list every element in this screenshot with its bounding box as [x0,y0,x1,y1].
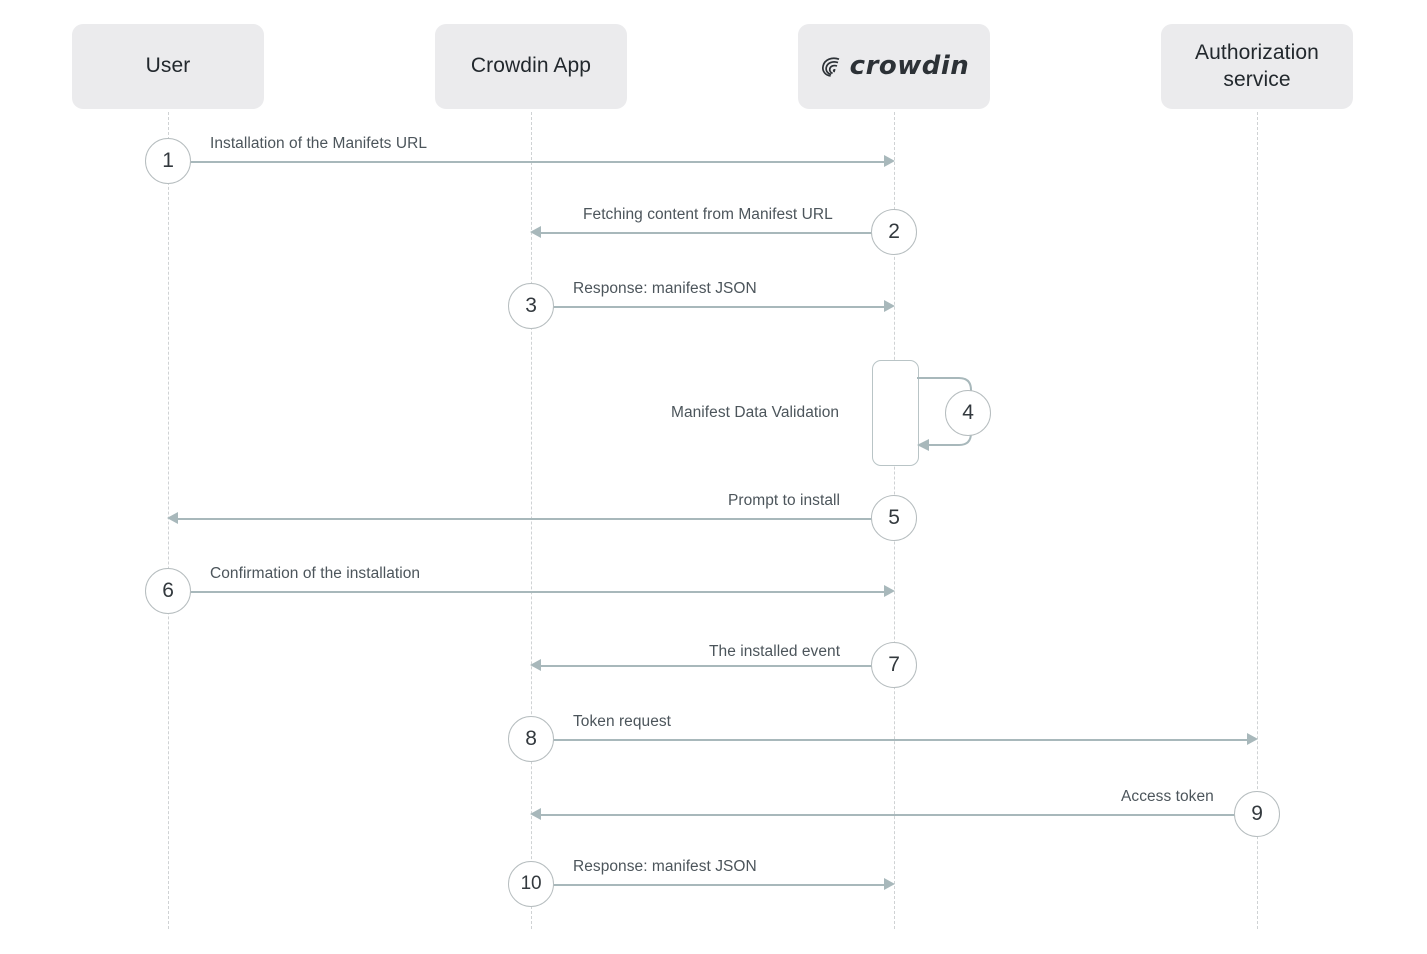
step-circle-4[interactable]: 4 [945,390,991,436]
lifeline-crowdin-app [531,112,532,929]
crowdin-swirl-icon [821,56,839,77]
message-2-label: Fetching content from Manifest URL [583,206,833,223]
message-4-label: Manifest Data Validation [671,404,840,421]
message-1-line [168,161,886,163]
message-3-line [531,306,886,308]
participant-crowdin-app[interactable]: Crowdin App [435,24,627,109]
message-7-arrowhead [530,659,541,671]
step-circle-5[interactable]: 5 [871,495,917,541]
message-8-line [531,739,1249,741]
message-6-arrowhead [884,585,895,597]
message-7-label: The installed event [709,643,841,660]
message-2-arrowhead [530,226,541,238]
message-3-label: Response: manifest JSON [573,280,757,297]
message-5-label: Prompt to install [728,492,840,509]
message-8-arrowhead [1247,733,1258,745]
step-circle-7[interactable]: 7 [871,642,917,688]
participant-auth-service[interactable]: Authorization service [1161,24,1353,109]
message-9-line [538,814,1257,816]
message-5-arrowhead [167,512,178,524]
step-circle-10[interactable]: 10 [508,861,554,907]
participant-crowdin[interactable]: crowdin [798,24,990,109]
message-10-label: Response: manifest JSON [573,858,757,875]
step-circle-8[interactable]: 8 [508,716,554,762]
crowdin-logo: crowdin [819,50,970,83]
crowdin-wordmark: crowdin [849,51,970,82]
message-1-label: Installation of the Manifets URL [210,135,427,152]
lifeline-auth-service [1257,112,1258,929]
step-circle-6[interactable]: 6 [145,568,191,614]
participant-auth-service-label: Authorization service [1195,41,1319,91]
message-6-label: Confirmation of the installation [210,565,421,582]
message-7-line [538,665,894,667]
message-9-label: Access token [1121,788,1214,805]
message-6-line [168,591,886,593]
step-circle-1[interactable]: 1 [145,138,191,184]
message-8-label: Token request [573,713,672,730]
message-1-arrowhead [884,155,895,167]
activation-box-crowdin [872,360,919,466]
message-10-line [531,884,886,886]
message-5-line [175,518,894,520]
message-2-line [538,232,894,234]
participant-user[interactable]: User [72,24,264,109]
participant-crowdin-app-label: Crowdin App [470,54,592,78]
message-10-arrowhead [884,878,895,890]
participant-user-label: User [145,54,191,78]
step-circle-2[interactable]: 2 [871,209,917,255]
message-3-arrowhead [884,300,895,312]
step-circle-3[interactable]: 3 [508,283,554,329]
step-circle-9[interactable]: 9 [1234,791,1280,837]
message-9-arrowhead [530,808,541,820]
